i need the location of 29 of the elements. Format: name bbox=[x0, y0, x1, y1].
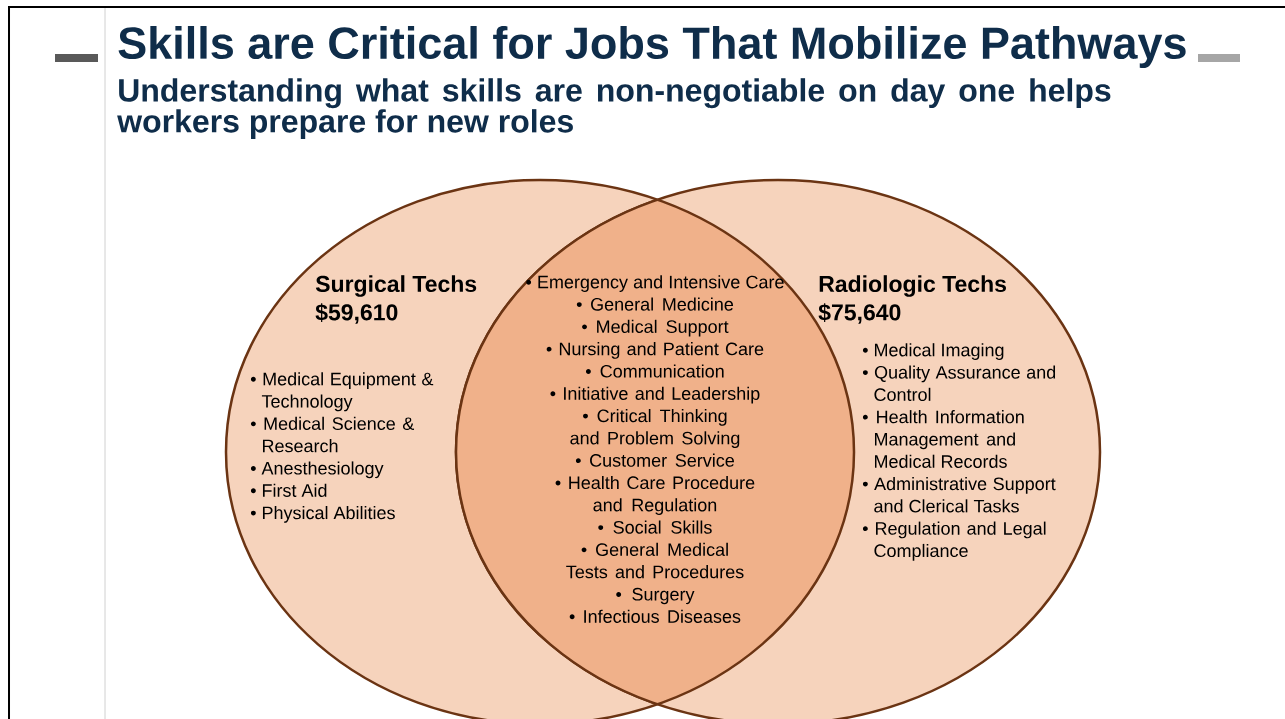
list-item: • First Aid bbox=[250, 483, 327, 497]
group-heading: Surgical Techs bbox=[315, 275, 477, 297]
list-item: • Customer Service bbox=[575, 453, 734, 467]
slide-title: Skills are Critical for Jobs That Mobilize Pathways bbox=[118, 26, 1186, 68]
list-item: • Medical Imaging bbox=[862, 343, 1004, 360]
list-item: • Health Care Procedure and Regulation bbox=[555, 475, 755, 515]
list-item: • Initiative and Leadership bbox=[550, 386, 760, 404]
group-heading: Radiologic Techs bbox=[819, 275, 1006, 297]
list-item: • General Medical Tests and Procedures bbox=[566, 542, 744, 579]
list-item: • Physical Abilities bbox=[250, 506, 395, 523]
list-item: • Medical Science & Research bbox=[250, 416, 415, 453]
list-item: • Regulation and Legal Compliance bbox=[862, 521, 1046, 561]
list-item: • Emergency and Intensive Care bbox=[526, 275, 784, 292]
subtitle: Understanding what skills are non-negotiable on day one helps workers prepare for new roles bbox=[117, 78, 1111, 139]
salary-label: $75,640 bbox=[818, 303, 901, 324]
list-item: • Infectious Diseases bbox=[569, 609, 741, 623]
list-item: • Quality Assurance and Control bbox=[862, 365, 1056, 401]
list-item: • General Medicine bbox=[576, 297, 734, 311]
list-item: • Anesthesiology bbox=[250, 461, 384, 479]
list-item: • Administrative Support and Clerical Tasks bbox=[862, 477, 1056, 513]
salary-label: $59,610 bbox=[315, 303, 398, 324]
list-item: • Social Skills bbox=[598, 520, 712, 534]
list-item: • Health Information Management and Medical Records bbox=[862, 410, 1024, 468]
list-item: • Critical Thinking and Problem Solving bbox=[570, 409, 740, 449]
list-item: • Medical Support bbox=[582, 319, 729, 337]
list-item: • Surgery bbox=[616, 587, 695, 605]
list-item: • Communication bbox=[585, 364, 724, 378]
list-item: • Nursing and Patient Care bbox=[546, 342, 764, 359]
list-item: • Medical Equipment & Technology bbox=[250, 372, 434, 412]
